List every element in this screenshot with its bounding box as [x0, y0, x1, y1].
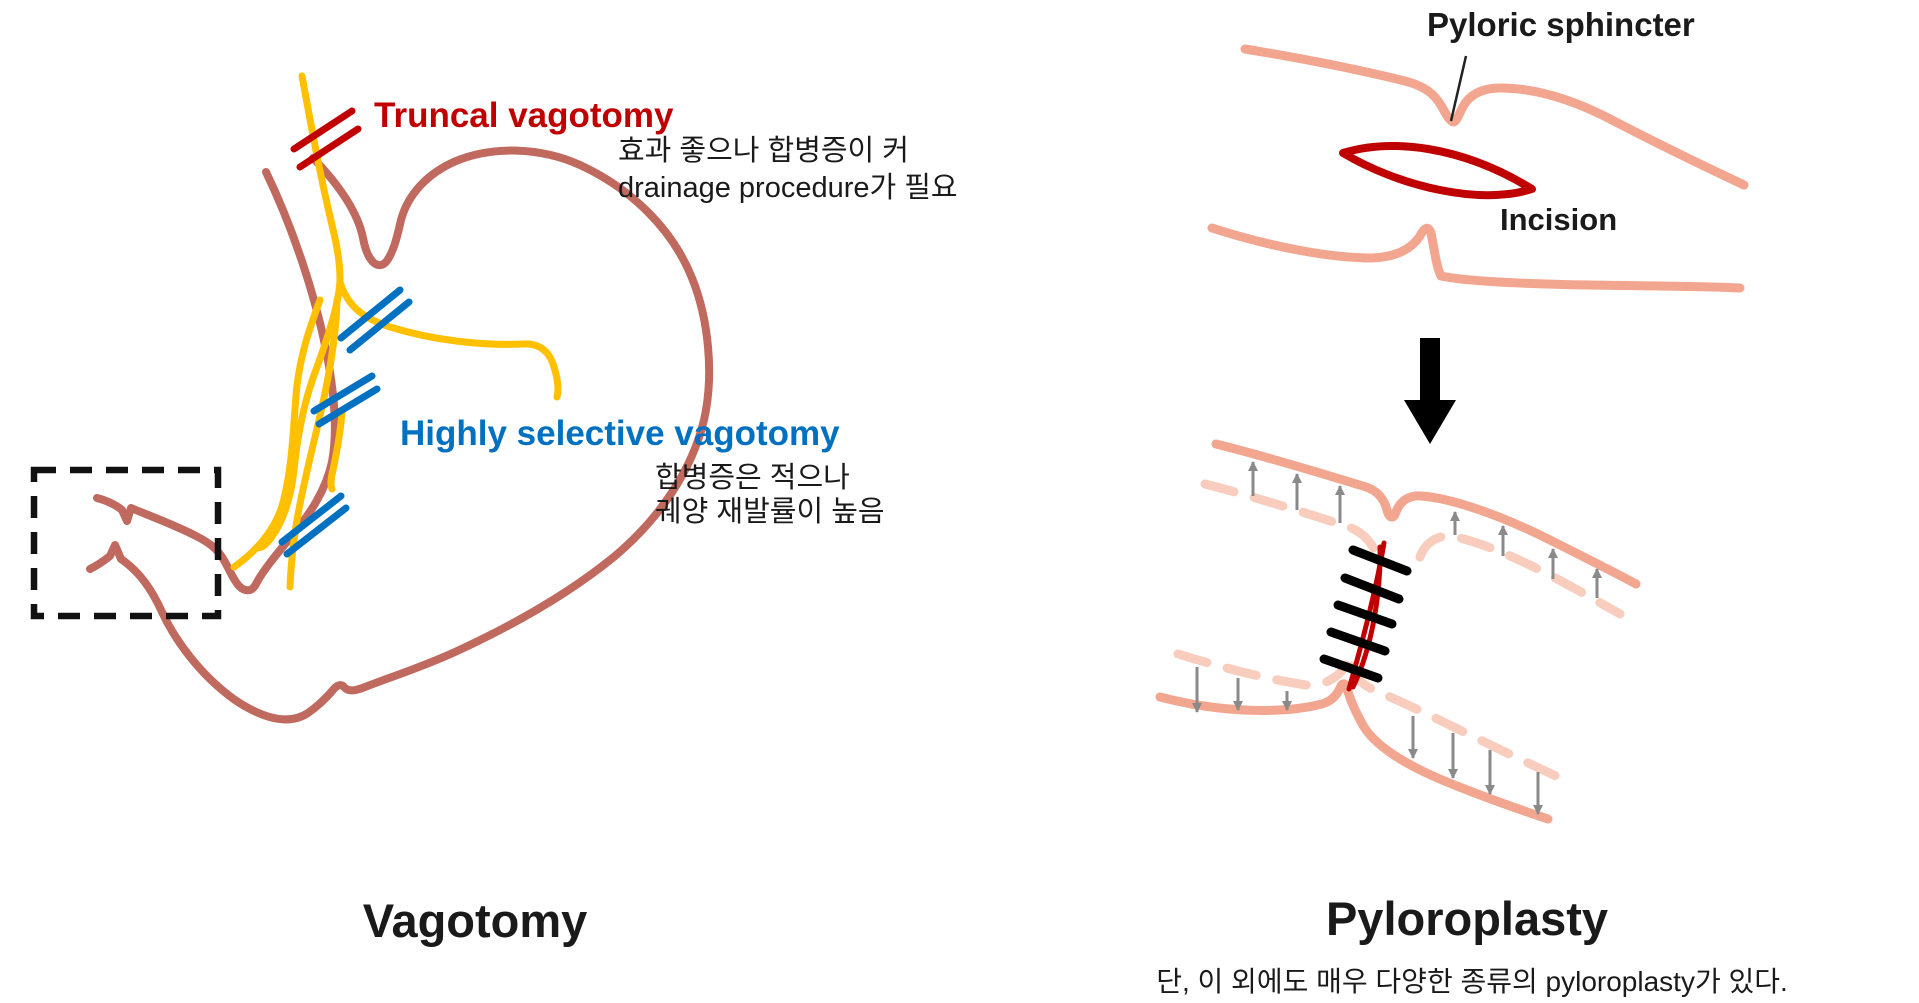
tissue-shift-arrows-down-left	[1192, 667, 1292, 713]
truncal-note-line2: drainage procedure가 필요	[618, 172, 958, 204]
vagus-nerve-branch-short	[327, 409, 346, 493]
truncal-vagotomy-label: Truncal vagotomy	[374, 96, 674, 135]
sutured-upper-wall	[1211, 439, 1641, 589]
pyloroplasty-caption: 단, 이 외에도 매우 다양한 종류의 pyloroplasty가 있다.	[1156, 966, 1788, 997]
pyloric-upper-wall	[1240, 44, 1749, 190]
sutured-upper-wall-dashed	[1200, 479, 1625, 619]
stomach-outline-greater-curvature	[86, 146, 714, 724]
suture-bars	[1319, 545, 1412, 683]
selective-note: 합병증은 적으나 궤양 재발률이 높음	[655, 461, 885, 529]
vagus-nerve-hepatic-branch	[336, 278, 562, 401]
down-arrow	[1404, 338, 1456, 444]
selective-note-line1: 합병증은 적으나	[655, 462, 850, 494]
truncal-note-line1: 효과 좋으나 합병증이 커	[618, 135, 909, 167]
pylorus-focus-box	[30, 466, 222, 620]
pyloric-lower-wall	[1207, 223, 1745, 293]
tissue-shift-arrows-up-left	[1248, 461, 1345, 523]
incision-outline	[1339, 142, 1536, 200]
pyloric-sphincter-label: Pyloric sphincter	[1427, 6, 1695, 43]
tissue-shift-arrows-up-right	[1450, 511, 1602, 598]
selective-vagotomy-label: Highly selective vagotomy	[400, 414, 840, 453]
selective-cut-marks-2	[310, 372, 381, 428]
vagotomy-title: Vagotomy	[362, 894, 588, 947]
vagus-nerve-trunk	[253, 72, 344, 552]
incision-label: Incision	[1500, 202, 1618, 237]
sphincter-pointer-line	[1449, 55, 1468, 122]
vagus-nerve-branch-right	[286, 296, 341, 591]
vagus-nerve-branch-left	[230, 296, 324, 571]
truncal-note: 효과 좋으나 합병증이 커 drainage procedure가 필요	[618, 133, 958, 207]
pyloroplasty-title: Pyloroplasty	[1325, 892, 1609, 945]
tissue-shift-arrows-down-right	[1408, 716, 1543, 815]
selective-cut-marks-1	[337, 286, 413, 354]
selective-cut-marks-3	[278, 492, 350, 558]
stomach-outline-lesser-curvature	[93, 168, 339, 595]
selective-note-line2: 궤양 재발률이 높음	[655, 496, 885, 528]
truncal-cut-marks	[290, 107, 362, 171]
